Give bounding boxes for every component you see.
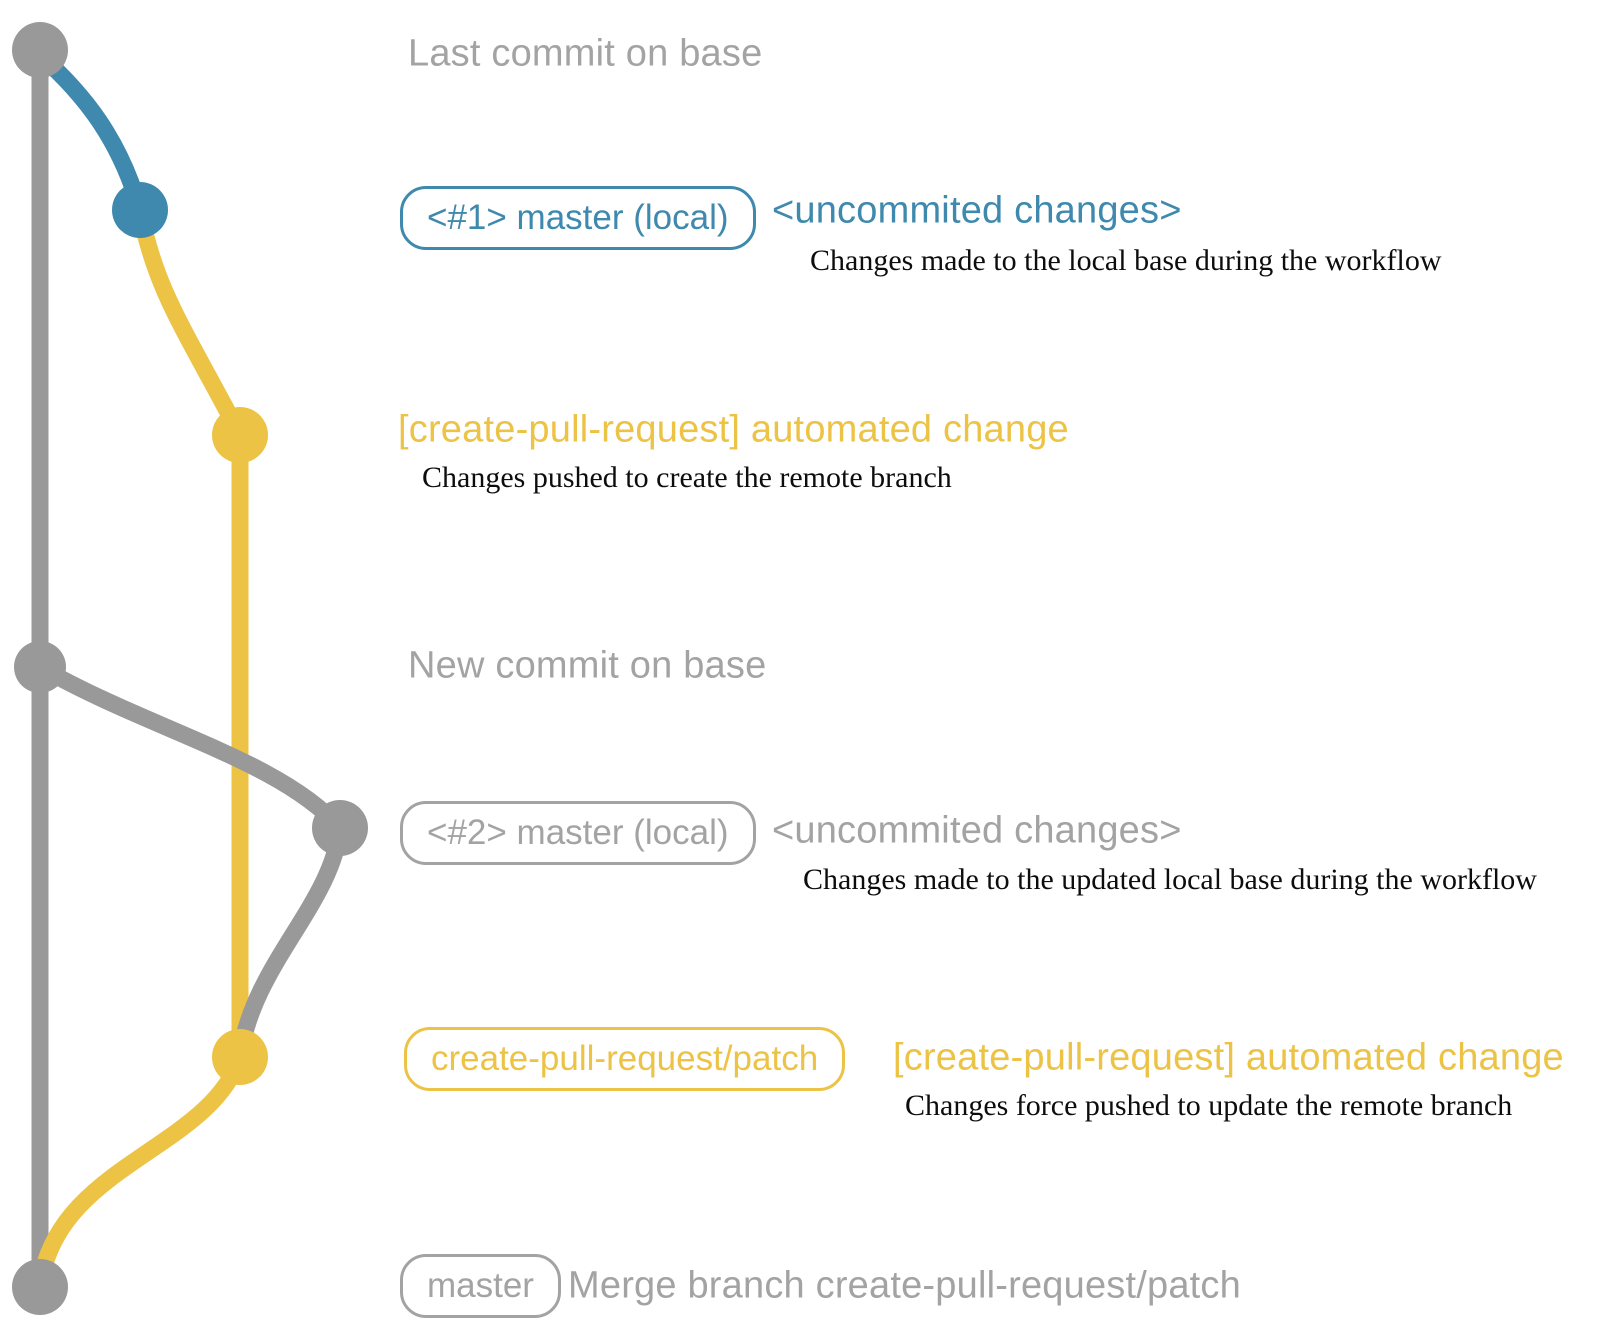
automated-change-2-desc: Changes force pushed to update the remot… [905,1089,1513,1122]
commit-dot-new-base [14,641,66,693]
merge-commit-label: Merge branch create-pull-request/patch [568,1264,1241,1307]
rebase-curve-out [31,658,349,837]
branch-badge-master: master [400,1254,561,1318]
uncommitted-changes-1-title: <uncommited changes> [772,189,1182,232]
branch-badge-master-local-2: <#2> master (local) [400,801,756,865]
uncommitted-changes-2-title: <uncommited changes> [772,809,1182,852]
last-commit-label: Last commit on base [408,32,763,75]
rebase-curve-in [231,819,349,1066]
automated-change-2-title: [create-pull-request] automated change [893,1036,1564,1079]
commit-dot-merge [12,1259,68,1315]
commit-dot-local-1 [112,182,168,238]
commit-dot-local-2 [312,800,368,856]
commit-dot-pushed [212,407,268,463]
automated-change-1-desc: Changes pushed to create the remote bran… [422,461,952,494]
uncommitted-changes-2-desc: Changes made to the updated local base d… [803,863,1537,896]
yellow-branch-curve-top [131,201,249,444]
commit-dot-force-pushed [212,1029,268,1085]
new-commit-label: New commit on base [408,644,767,687]
uncommitted-changes-1-desc: Changes made to the local base during th… [810,244,1442,277]
merge-curve [31,1048,249,1296]
automated-change-1-title: [create-pull-request] automated change [398,408,1069,451]
branch-badge-create-pull-request-patch: create-pull-request/patch [404,1027,846,1091]
branch-badge-master-local-1: <#1> master (local) [400,186,756,250]
commit-dot-last-base [12,22,68,78]
